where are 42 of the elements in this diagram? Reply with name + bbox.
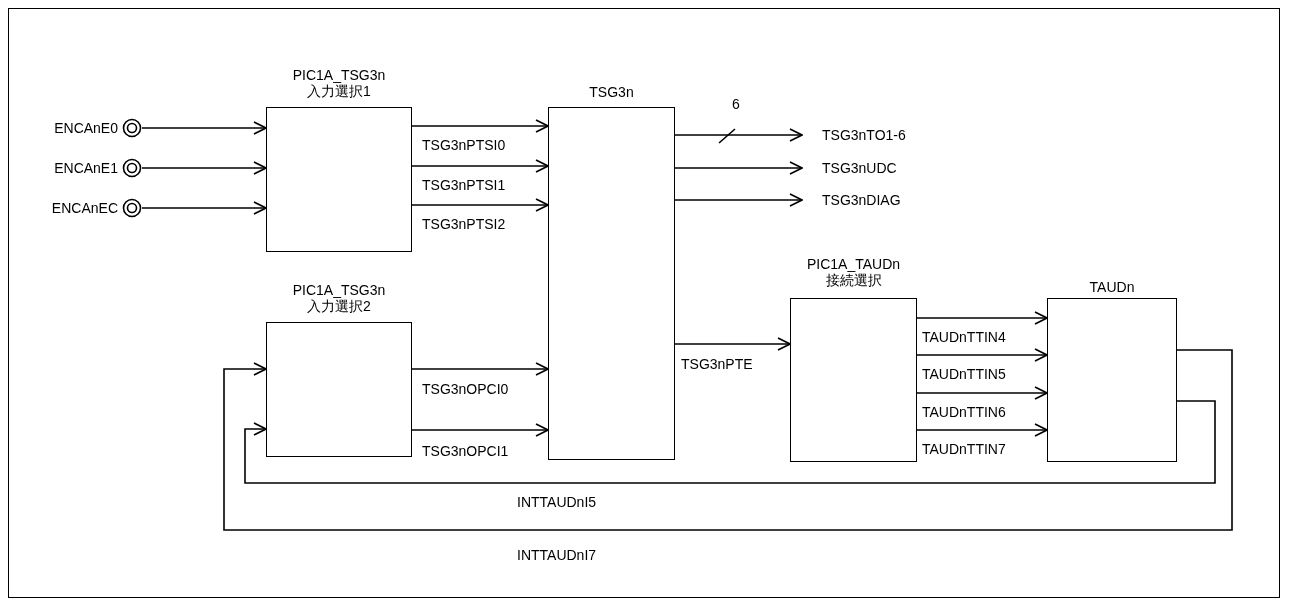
signal-label: TSG3nTO1-6	[822, 127, 906, 143]
edge-label: TSG3nPTSI0	[421, 137, 507, 153]
arrow	[674, 161, 803, 175]
arrow	[411, 159, 549, 173]
arrow	[244, 400, 1216, 484]
edge-label: TAUDnTTIN5	[921, 366, 1007, 382]
edge-label: TAUDnTTIN7	[921, 441, 1007, 457]
signal-label: TSG3nUDC	[822, 160, 897, 176]
arrow	[411, 198, 549, 212]
edge-label: INTTAUDnI5	[516, 494, 598, 510]
arrow	[223, 349, 1233, 531]
terminal-label: ENCAnE1	[54, 160, 118, 176]
arrow	[916, 311, 1048, 325]
edge-label: TSG3nPTSI1	[421, 177, 507, 193]
edge-label: 6	[731, 96, 741, 112]
edge-label: TAUDnTTIN4	[921, 329, 1007, 345]
arrow	[916, 423, 1048, 437]
arrow	[916, 386, 1048, 400]
arrow	[916, 348, 1048, 362]
arrow	[674, 193, 803, 207]
terminal-label: ENCAnE0	[54, 120, 118, 136]
arrow	[411, 423, 549, 437]
edge-label: TSG3nPTE	[680, 356, 754, 372]
block-title: PIC1A_TSG3n 入力選択2	[291, 282, 387, 314]
edge-label: TSG3nOPCI1	[421, 443, 510, 459]
block-title: TAUDn	[1089, 279, 1135, 295]
arrow	[141, 121, 267, 135]
arrow	[674, 128, 803, 142]
arrow	[141, 201, 267, 215]
edge-label: TSG3nPTSI2	[421, 216, 507, 232]
edge-label: TAUDnTTIN6	[921, 404, 1007, 420]
block-title: PIC1A_TSG3n 入力選択1	[291, 67, 387, 99]
arrow	[411, 362, 549, 376]
edge-label: INTTAUDnI7	[516, 547, 598, 563]
terminal-label: ENCAnEC	[51, 200, 118, 216]
signal-label: TSG3nDIAG	[822, 192, 901, 208]
block-title: TSG3n	[589, 84, 634, 100]
edge-label: TSG3nOPCI0	[421, 381, 510, 397]
block-title: PIC1A_TAUDn 接続選択	[805, 256, 902, 288]
arrow	[411, 119, 549, 133]
arrow	[674, 337, 791, 351]
arrow	[141, 161, 267, 175]
